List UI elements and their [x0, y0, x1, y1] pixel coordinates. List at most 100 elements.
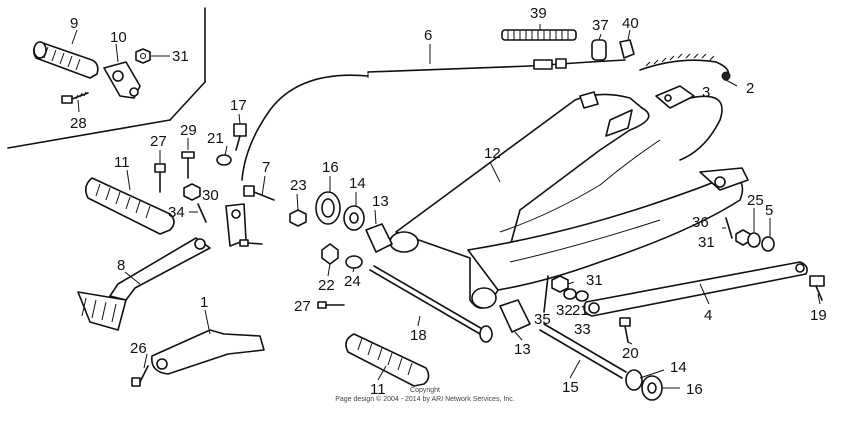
callout-26: 26 — [130, 340, 147, 357]
callout-31-right: 31 — [698, 234, 715, 251]
washer-part-5 — [761, 236, 775, 252]
bolt-part-26 — [131, 365, 149, 387]
callout-37: 37 — [592, 17, 609, 34]
callout-33: 33 — [574, 321, 591, 338]
callout-14-top: 14 — [349, 175, 366, 192]
cable-part-6 — [241, 58, 626, 181]
axle-part-15 — [539, 323, 627, 379]
callout-labels: 9 10 31 28 6 39 37 40 2 3 17 21 27 29 30… — [70, 5, 827, 398]
callout-29: 29 — [180, 122, 197, 139]
bolt-part-27-lower — [317, 301, 345, 309]
callout-24: 24 — [344, 273, 361, 290]
torque-arm-part-4 — [583, 261, 808, 317]
nut-part-30 — [183, 183, 201, 201]
callout-11-lower: 11 — [370, 381, 386, 398]
callout-9: 9 — [70, 15, 78, 32]
callout-27-lower: 27 — [294, 298, 311, 315]
callout-17: 17 — [230, 97, 247, 114]
bolt-part-36 — [725, 217, 733, 239]
callout-25: 25 — [747, 192, 764, 209]
footpeg-part-9 — [32, 41, 99, 79]
callout-21-mid: 21 — [572, 302, 589, 319]
callout-8: 8 — [117, 257, 125, 274]
callout-31-mid: 31 — [586, 272, 603, 289]
callout-18: 18 — [410, 327, 427, 344]
bolt-part-28 — [61, 91, 89, 104]
callout-28: 28 — [70, 115, 87, 132]
callout-11-left: 11 — [114, 154, 130, 171]
washer-part-21-mid — [575, 290, 589, 302]
callout-32: 32 — [556, 302, 573, 319]
inset-frame — [7, 7, 206, 149]
callout-40: 40 — [622, 15, 639, 32]
bushing-part-13-lower — [499, 299, 531, 333]
rod-end-part — [225, 203, 247, 247]
callout-34: 34 — [168, 204, 185, 221]
chain-part — [639, 53, 731, 81]
bolt-part-7 — [243, 185, 275, 201]
bolt-part-27 — [154, 163, 166, 193]
washer-part-32 — [563, 288, 577, 300]
washer-part-16-lower — [641, 375, 663, 401]
callout-10: 10 — [110, 29, 127, 46]
callout-16-top: 16 — [322, 159, 339, 176]
callout-39: 39 — [530, 5, 547, 22]
callout-16-lower: 16 — [686, 381, 703, 398]
pivot-part-17 — [233, 123, 247, 151]
copyright-line1: Copyright — [410, 387, 440, 394]
callout-35: 35 — [534, 311, 551, 328]
washer-part-14-top — [343, 205, 365, 231]
nut-part-31-top — [135, 48, 151, 64]
bolt-part-38 — [239, 239, 263, 247]
callout-31-top: 31 — [172, 48, 189, 65]
callout-30: 30 — [202, 187, 219, 204]
footpeg-part-11-lower — [345, 333, 430, 387]
cap-part-40 — [619, 39, 635, 59]
washer-part-21 — [216, 154, 232, 166]
callout-19: 19 — [810, 307, 827, 324]
callout-27: 27 — [150, 133, 167, 150]
callout-12: 12 — [484, 145, 501, 162]
callout-13-lower: 13 — [514, 341, 531, 358]
bracket-part-10 — [103, 61, 141, 99]
footpeg-part-11-left — [84, 177, 175, 235]
copyright-line2: Page design © 2004 - 2014 by ARI Network… — [335, 395, 515, 403]
leader-lines — [71, 24, 821, 389]
washer-part-25 — [747, 232, 761, 248]
nut-part-23 — [289, 209, 307, 227]
spring-part-39 — [501, 29, 577, 41]
callout-1: 1 — [200, 294, 208, 311]
callout-7: 7 — [262, 159, 270, 176]
callout-22: 22 — [318, 277, 335, 294]
callout-4: 4 — [704, 307, 712, 324]
plate-part-3 — [655, 85, 695, 109]
bolt-part-29 — [181, 151, 195, 179]
bushing-part-37 — [591, 39, 607, 61]
bushing-part-13-top — [365, 223, 393, 253]
callout-36: 36 — [692, 214, 709, 231]
seal-part-16 — [315, 191, 341, 225]
swing-arm-part-12 — [389, 91, 749, 309]
callout-6: 6 — [424, 27, 432, 44]
callout-21: 21 — [207, 130, 224, 147]
callout-2: 2 — [746, 80, 754, 97]
nut-part-22 — [321, 243, 339, 265]
callout-5: 5 — [765, 202, 773, 219]
washer-part-24 — [345, 255, 363, 269]
callout-14-lower: 14 — [670, 359, 687, 376]
callout-15: 15 — [562, 379, 579, 396]
pivot-bolt-part-18 — [369, 265, 493, 343]
bolt-part-19 — [809, 275, 825, 301]
callout-20: 20 — [622, 345, 639, 362]
pin-part-34 — [197, 203, 207, 223]
callout-23: 23 — [290, 177, 307, 194]
callout-3: 3 — [702, 84, 710, 101]
bolt-part-20 — [619, 317, 631, 343]
pedal-part-1 — [151, 329, 265, 375]
washer-part-14-lower — [625, 369, 643, 391]
copyright-footer: Copyright Page design © 2004 - 2014 by A… — [335, 387, 515, 403]
callout-13-top: 13 — [372, 193, 389, 210]
lever-part-8 — [77, 237, 211, 331]
